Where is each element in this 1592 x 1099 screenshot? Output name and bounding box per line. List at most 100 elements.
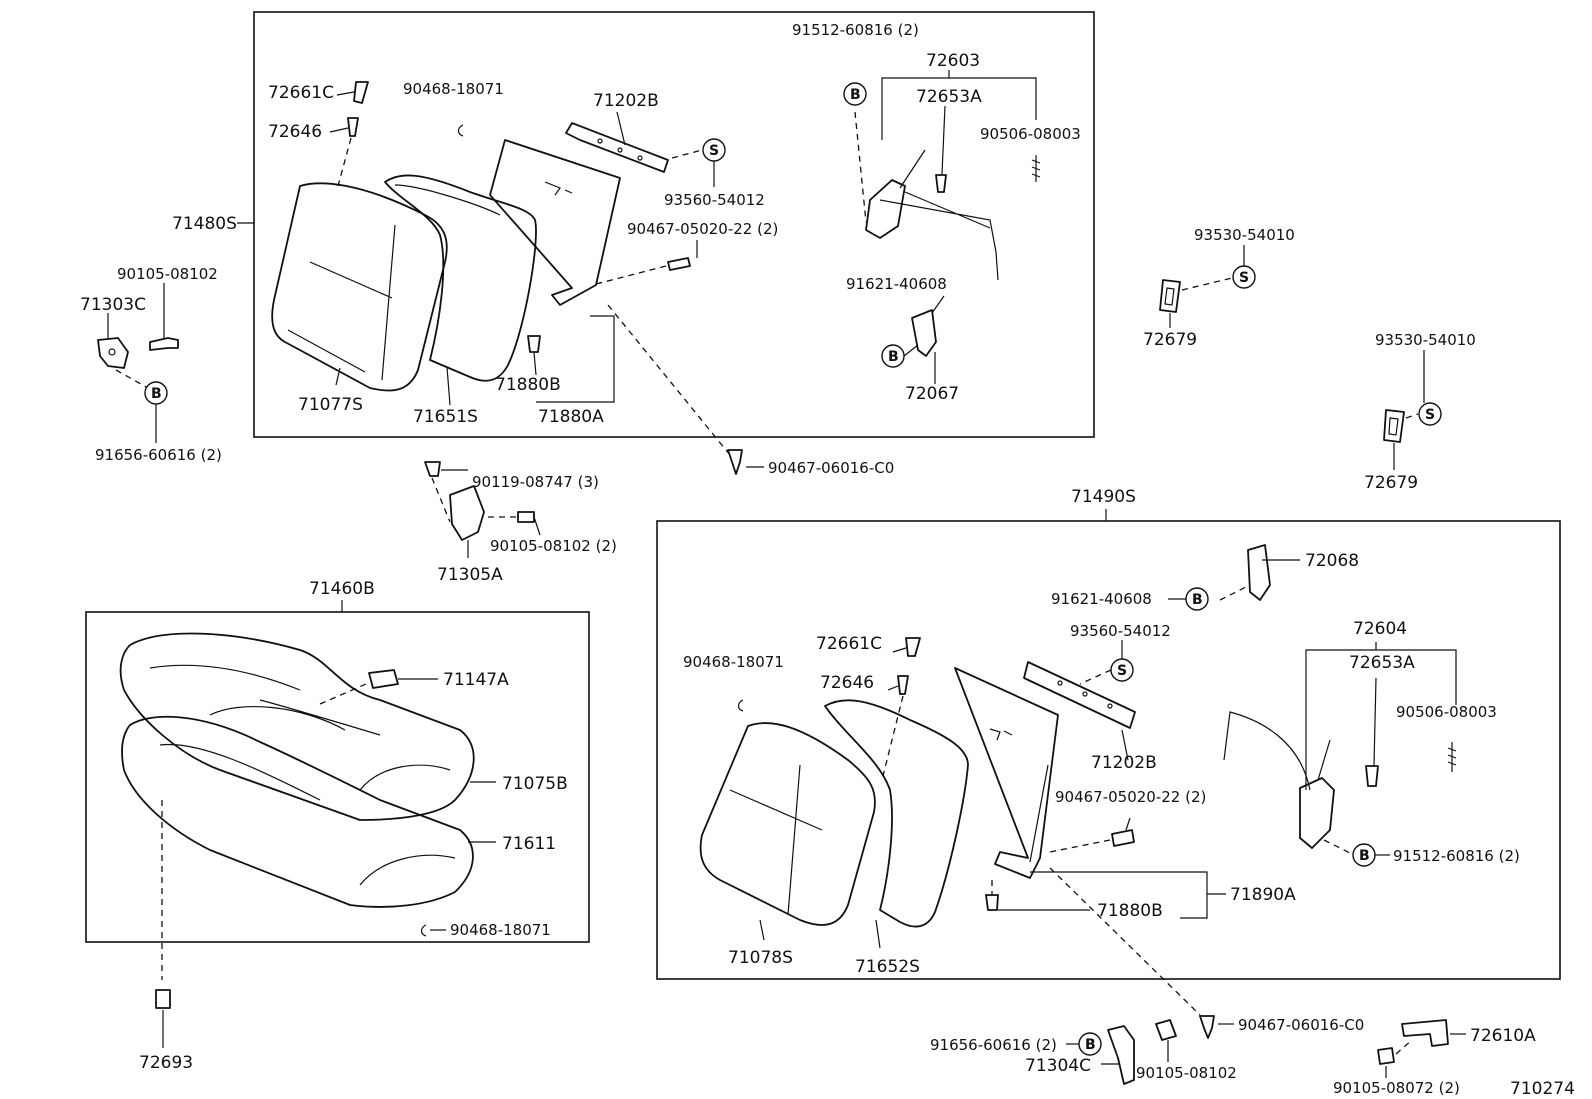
bolt-symbol-b-lock-right: B bbox=[1352, 843, 1376, 867]
label-71880B-upper: 71880B bbox=[495, 375, 561, 395]
label-90467-06016-upper: 90467-06016-C0 bbox=[768, 459, 894, 477]
label-72067: 72067 bbox=[905, 384, 959, 404]
label-91656-60616-bottom: 91656-60616 (2) bbox=[930, 1036, 1057, 1054]
upper-seatback-assembly-box bbox=[253, 11, 1095, 438]
label-72610A: 72610A bbox=[1470, 1026, 1536, 1046]
cushion-assembly-label: 71460B bbox=[309, 579, 375, 599]
label-71147A: 71147A bbox=[443, 670, 509, 690]
screw-symbol-s-72679-lower: S bbox=[1418, 402, 1442, 426]
seat-cushion-cover-71075b bbox=[119, 632, 475, 821]
label-91512-60816-right: 91512-60816 (2) bbox=[1393, 847, 1520, 865]
bolt-90105-08102-middle bbox=[517, 511, 535, 523]
label-90506-08003-right: 90506-08003 bbox=[1396, 703, 1497, 721]
hinge-71304c bbox=[1107, 1025, 1135, 1085]
label-72693: 72693 bbox=[139, 1053, 193, 1073]
label-93560-54012-right: 93560-54012 bbox=[1070, 622, 1171, 640]
upper-assembly-label: 71480S bbox=[172, 214, 237, 234]
hook-72693 bbox=[155, 989, 171, 1009]
label-71880A: 71880A bbox=[538, 407, 604, 427]
label-71651S: 71651S bbox=[413, 407, 478, 427]
seatback-pad-71652s bbox=[824, 699, 969, 928]
bolt-90105-08072 bbox=[1377, 1047, 1395, 1065]
clip-71880b-upper bbox=[527, 335, 541, 353]
label-93530-54010-lower: 93530-54010 bbox=[1375, 331, 1476, 349]
label-72604: 72604 bbox=[1353, 619, 1407, 639]
label-93560-54012-upper: 93560-54012 bbox=[664, 191, 765, 209]
label-72068: 72068 bbox=[1305, 551, 1359, 571]
spring-90506-right bbox=[1447, 742, 1457, 772]
screw-symbol-s-72679-upper: S bbox=[1232, 265, 1256, 289]
label-71078S: 71078S bbox=[728, 948, 793, 968]
hinge-71305a bbox=[449, 485, 485, 541]
label-71611: 71611 bbox=[502, 834, 556, 854]
clip-71880b-right bbox=[985, 894, 999, 911]
clip-90467-06016-bottom bbox=[1199, 1015, 1215, 1039]
right-assembly-label: 71490S bbox=[1071, 487, 1136, 507]
bolt-symbol-b-72068: B bbox=[1185, 587, 1209, 611]
screw-90467-05020-right bbox=[1111, 829, 1135, 847]
headrest-guide-72646-right bbox=[897, 675, 909, 695]
seatback-cover-71077s bbox=[271, 182, 448, 392]
bolt-90105-08102-left bbox=[149, 337, 179, 351]
trim-72679-lower bbox=[1383, 409, 1405, 443]
label-71652S: 71652S bbox=[855, 957, 920, 977]
seat-cushion-assembly-box bbox=[85, 611, 590, 943]
right-seatback-assembly-box bbox=[656, 520, 1561, 980]
bolt-symbol-b-71304c: B bbox=[1078, 1032, 1102, 1056]
label-72653A-upper: 72653A bbox=[916, 87, 982, 107]
label-90105-08102-bottom: 90105-08102 bbox=[1136, 1064, 1237, 1082]
label-71305A: 71305A bbox=[437, 565, 503, 585]
bracket-72067 bbox=[911, 309, 937, 357]
svg-text:B: B bbox=[850, 87, 861, 103]
clip-90468-18071-cushion bbox=[420, 924, 427, 937]
screw-symbol-s-right-bracket: S bbox=[1110, 658, 1134, 682]
label-72679-upper: 72679 bbox=[1143, 330, 1197, 350]
bracket-71202b-upper bbox=[565, 122, 669, 173]
label-71304C: 71304C bbox=[1025, 1056, 1091, 1076]
label-71880B-right: 71880B bbox=[1097, 901, 1163, 921]
label-71202B-upper: 71202B bbox=[593, 91, 659, 111]
bracket-72610a bbox=[1401, 1019, 1449, 1047]
lock-assembly-72604 bbox=[1299, 777, 1335, 849]
bracket-71147a bbox=[368, 669, 399, 689]
hinge-71303c bbox=[97, 337, 129, 369]
label-71075B: 71075B bbox=[502, 774, 568, 794]
headrest-guide-72646-upper bbox=[347, 117, 359, 137]
svg-text:B: B bbox=[151, 386, 162, 402]
label-90506-08003-upper: 90506-08003 bbox=[980, 125, 1081, 143]
svg-text:S: S bbox=[709, 143, 719, 159]
label-71890A: 71890A bbox=[1230, 885, 1296, 905]
label-90467-05020-right: 90467-05020-22 (2) bbox=[1055, 788, 1206, 806]
label-71202B-right: 71202B bbox=[1091, 753, 1157, 773]
label-72603: 72603 bbox=[926, 51, 980, 71]
svg-text:S: S bbox=[1425, 407, 1435, 423]
label-72646-upper: 72646 bbox=[268, 122, 322, 142]
lock-knob-72653a-upper bbox=[935, 174, 947, 193]
headrest-support-72661c-upper bbox=[353, 81, 369, 104]
screw-90467-05020-upper bbox=[667, 257, 691, 271]
screw-symbol-s-upper-bracket: S bbox=[702, 138, 726, 162]
svg-text:S: S bbox=[1117, 663, 1127, 679]
label-90105-08102-2: 90105-08102 (2) bbox=[490, 537, 617, 555]
trim-72679-upper bbox=[1159, 279, 1181, 313]
seatback-board bbox=[489, 139, 621, 306]
bolt-90105-08102-bottom bbox=[1155, 1019, 1177, 1041]
label-90468-18071-upper: 90468-18071 bbox=[403, 80, 504, 98]
label-90119-08747: 90119-08747 (3) bbox=[472, 473, 599, 491]
label-90105-08072: 90105-08072 (2) bbox=[1333, 1079, 1460, 1097]
clip-90468-upper bbox=[457, 124, 464, 137]
bolt-90119-08747 bbox=[424, 461, 441, 477]
clip-90467-06016-upper bbox=[727, 449, 743, 475]
svg-text:B: B bbox=[1085, 1037, 1096, 1053]
label-93530-54010-upper: 93530-54010 bbox=[1194, 226, 1295, 244]
label-90467-06016-bottom: 90467-06016-C0 bbox=[1238, 1016, 1364, 1034]
seatback-board-right bbox=[954, 667, 1059, 879]
label-90105-08102-left: 90105-08102 bbox=[117, 265, 218, 283]
svg-text:B: B bbox=[1192, 592, 1203, 608]
svg-text:S: S bbox=[1239, 270, 1249, 286]
svg-text:B: B bbox=[1359, 848, 1370, 864]
label-72661C-upper: 72661C bbox=[268, 83, 334, 103]
lock-knob-72653a-right bbox=[1365, 765, 1379, 787]
label-91621-40608-right: 91621-40608 bbox=[1051, 590, 1152, 608]
